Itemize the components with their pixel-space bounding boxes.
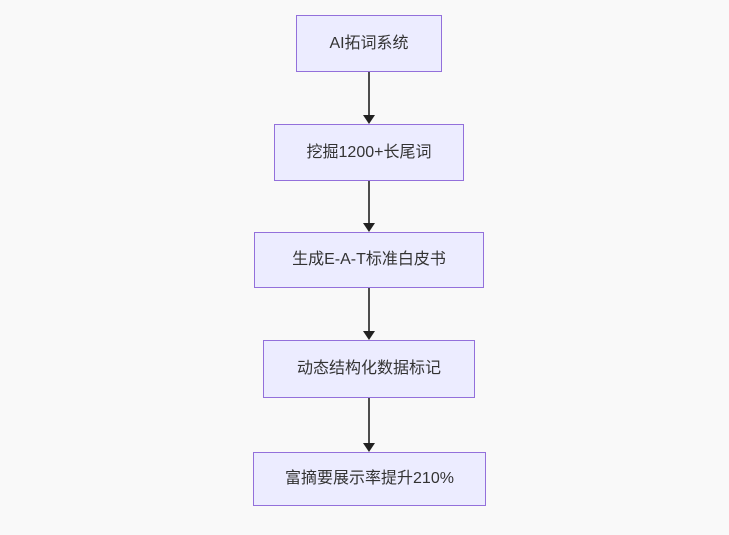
flow-node-label: 挖掘1200+长尾词 — [306, 143, 432, 161]
flow-node-label: 生成E-A-T标准白皮书 — [292, 251, 446, 269]
flow-arrow-n4-to-n5 — [368, 398, 370, 443]
flow-node-label: AI拓词系统 — [329, 34, 409, 52]
flow-node-rich-snippet-rate-increase: 富摘要展示率提升210% — [253, 452, 486, 506]
flow-arrow-n3-to-n4 — [368, 288, 370, 331]
flow-node-label: 动态结构化数据标记 — [296, 360, 441, 378]
flow-node-dynamic-structured-data-markup: 动态结构化数据标记 — [263, 340, 475, 398]
flow-node-mine-longtail-keywords: 挖掘1200+长尾词 — [274, 124, 464, 181]
flow-node-label: 富摘要展示率提升210% — [285, 470, 454, 488]
flow-arrow-n1-to-n2 — [368, 72, 370, 115]
flow-node-generate-eat-whitepaper: 生成E-A-T标准白皮书 — [254, 232, 484, 288]
flow-arrow-n2-to-n3 — [368, 181, 370, 223]
flow-node-ai-word-expansion-system: AI拓词系统 — [296, 15, 442, 72]
